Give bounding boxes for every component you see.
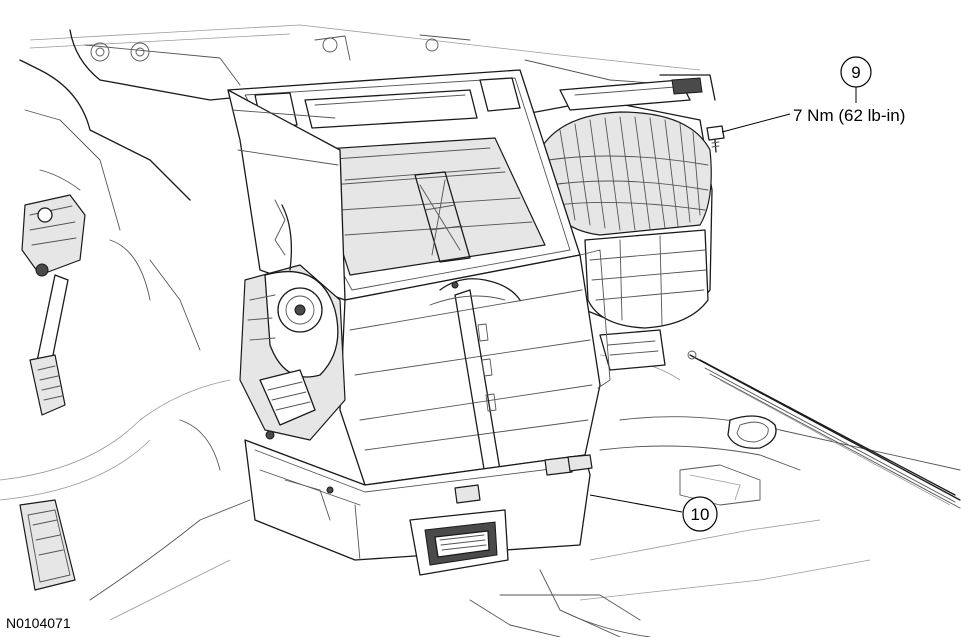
- callout-9: 9 7 Nm (62 lb-in): [721, 56, 905, 133]
- callout-10-number: 10: [691, 505, 710, 524]
- screw-9: [706, 125, 725, 153]
- callout-9-circle: [840, 56, 872, 88]
- callout-9-number: 9: [851, 63, 860, 82]
- callout-9-torque-label: 7 Nm (62 lb-in): [793, 106, 905, 125]
- callout-10-leader: [589, 494, 683, 513]
- figure-id: N0104071: [6, 615, 71, 631]
- callout-10-circle: [682, 496, 718, 532]
- pedal-assembly: [19, 194, 86, 591]
- hvac-housing: [227, 69, 611, 576]
- dash-panel: [19, 24, 716, 351]
- callout-9-leader: [721, 113, 791, 133]
- floor-pan: [0, 350, 961, 638]
- callout-10: 10: [589, 494, 718, 532]
